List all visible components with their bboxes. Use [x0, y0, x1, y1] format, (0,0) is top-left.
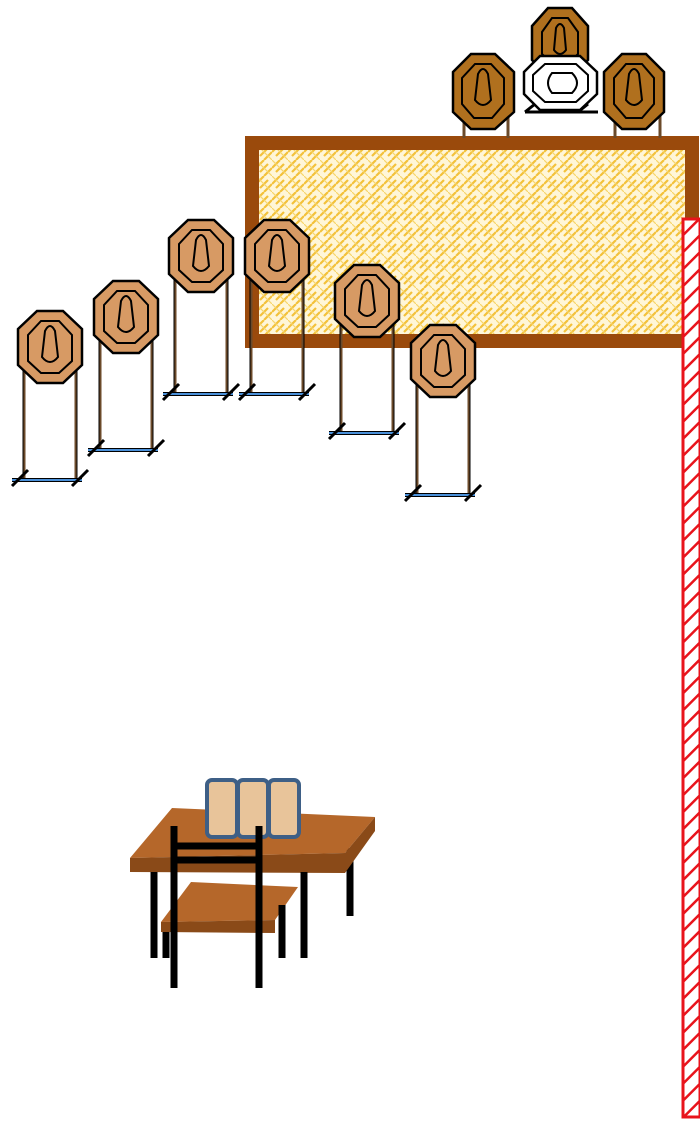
partition-panel	[207, 780, 299, 837]
safety-line	[683, 219, 700, 1117]
back-targets	[453, 8, 664, 138]
backstop-berm	[252, 143, 692, 341]
target-plate-dark	[604, 54, 664, 129]
shooting-station	[130, 780, 375, 988]
target-plate-tan	[411, 325, 475, 397]
target-plate-dark	[453, 54, 514, 129]
target-plate-tan	[335, 265, 399, 337]
target-plate-tan	[245, 220, 309, 292]
target-1	[12, 311, 88, 486]
target-plate-white	[524, 56, 597, 110]
target-2	[88, 281, 164, 456]
target-5	[329, 265, 405, 439]
target-6	[405, 325, 481, 501]
target-plate-tan	[169, 220, 233, 292]
target-plate-tan	[94, 281, 158, 353]
target-3	[163, 220, 239, 400]
target-plate-tan	[18, 311, 82, 383]
